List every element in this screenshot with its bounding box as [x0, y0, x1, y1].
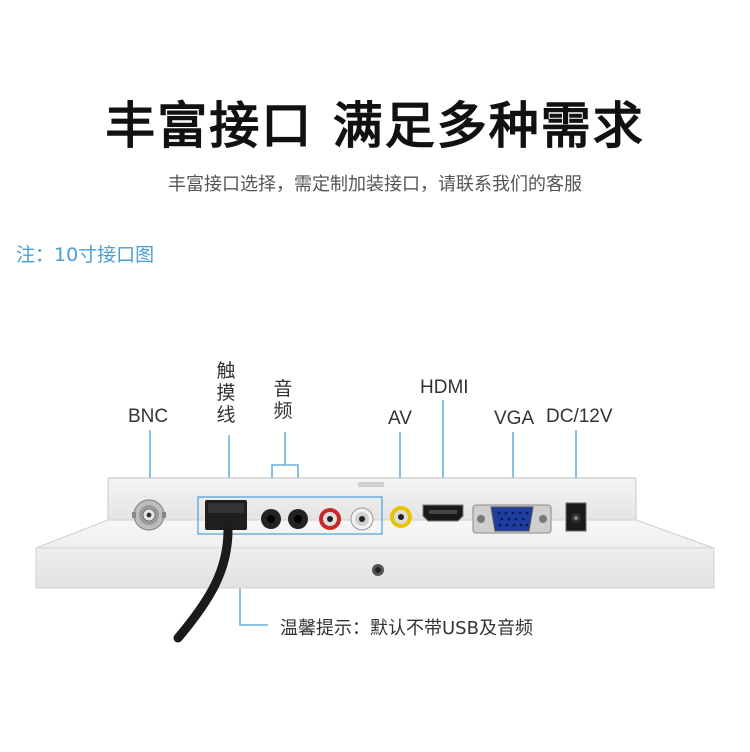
hdmi-port — [422, 504, 464, 522]
rca-red-jack — [319, 508, 341, 530]
av-label: AV — [388, 408, 412, 429]
touch-cable-port — [205, 500, 247, 530]
touch-audio-group-frame — [197, 496, 383, 535]
vga-label: VGA — [494, 408, 535, 429]
page-title: 丰富接口 满足多种需求 — [105, 97, 645, 155]
dc-port — [565, 502, 587, 532]
av-port — [390, 506, 412, 528]
audio-jack-1 — [261, 509, 281, 529]
tip-text: 温馨提示：默认不带USB及音频 — [280, 618, 533, 639]
page-subtitle: 丰富接口选择，需定制加装接口，请联系我们的客服 — [168, 174, 582, 195]
audio-jack-2 — [288, 509, 308, 529]
audio-label: 音 频 — [273, 378, 293, 422]
touch-cable-label: 触 摸 线 — [216, 360, 236, 426]
vga-port — [472, 504, 552, 534]
bnc-port — [132, 499, 166, 531]
touch-cable — [173, 525, 233, 643]
bnc-label: BNC — [128, 406, 169, 427]
hdmi-label: HDMI — [420, 377, 469, 398]
rca-white-jack — [350, 507, 374, 531]
housing-notch — [358, 482, 384, 487]
size-note: 注：10寸接口图 — [16, 244, 155, 266]
dc-label: DC/12V — [546, 406, 613, 427]
front-bezel — [35, 519, 715, 589]
